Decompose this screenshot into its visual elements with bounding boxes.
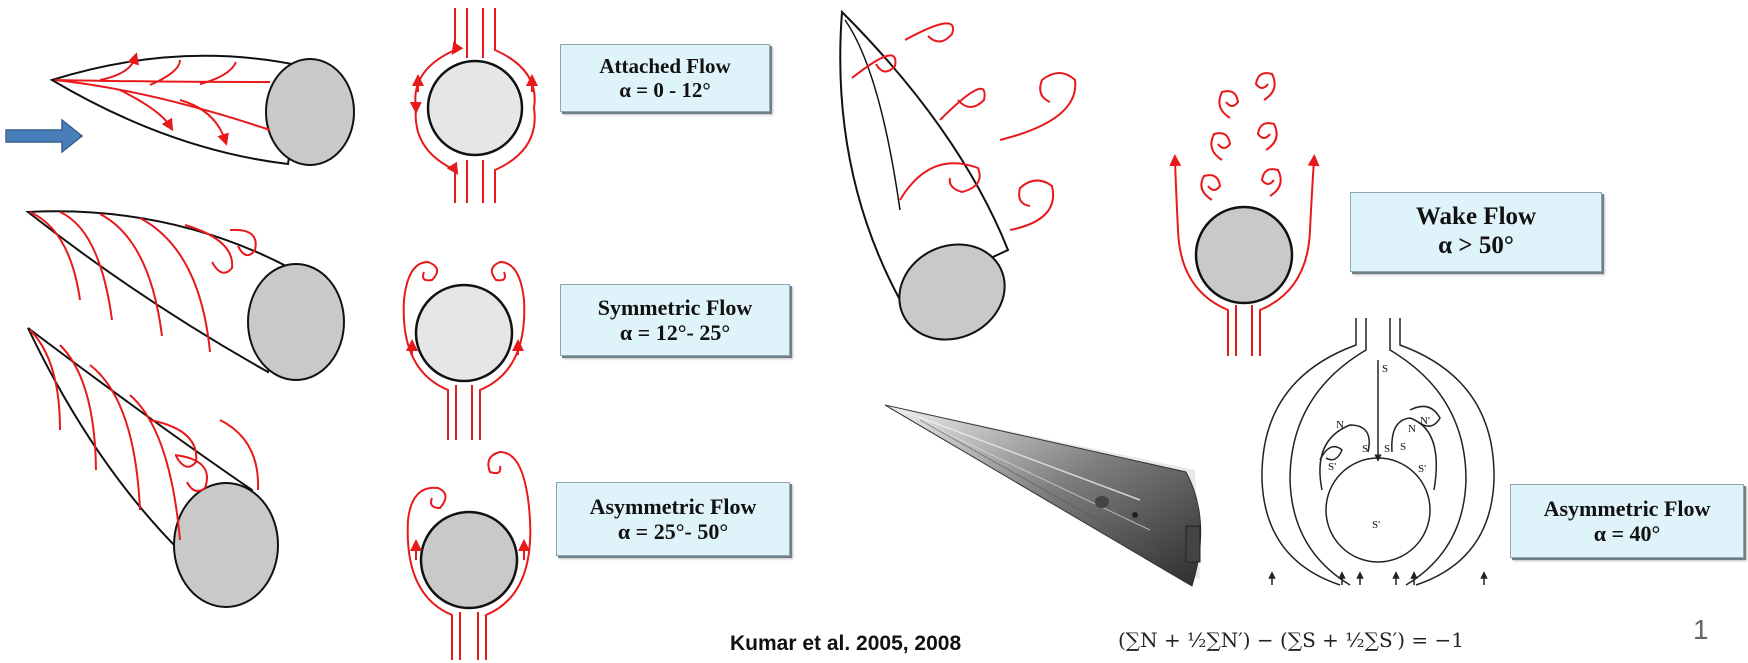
saddle-prime-label-right: S' <box>1418 463 1426 475</box>
cross-section-wake <box>1169 72 1320 356</box>
cone-attached-flow <box>49 52 355 166</box>
flow-visualization-photo <box>884 404 1202 587</box>
saddle-prime-label-left: S' <box>1328 461 1336 473</box>
label-asymmetric-flow-right-title: Asymmetric Flow <box>1543 495 1711 521</box>
topology-node-labels: S N N N' S S S' S' S' S' <box>1328 363 1430 531</box>
cone-symmetric-flow <box>25 210 345 381</box>
saddle-label-center: S <box>1384 443 1390 455</box>
saddle-prime-label-bottom: S' <box>1372 519 1380 531</box>
saddle-label-top: S <box>1382 363 1388 375</box>
label-asymmetric-flow-left: Asymmetric Flow α = 25°- 50° <box>556 482 790 556</box>
label-asymmetric-flow-right: Asymmetric Flow α = 40° <box>1510 484 1744 558</box>
cone-asymmetric-flow <box>27 327 279 608</box>
saddle-prime-label-center: S' <box>1362 443 1370 455</box>
label-asymmetric-flow-right-angle: α = 40° <box>1593 521 1661 546</box>
cone-wake-flow <box>839 9 1077 341</box>
label-asymmetric-flow-left-angle: α = 25°- 50° <box>617 519 729 544</box>
label-attached-flow-title: Attached Flow <box>599 53 731 78</box>
node-label-center: N <box>1408 423 1416 435</box>
citation-text: Kumar et al. 2005, 2008 <box>730 632 962 655</box>
label-wake-flow-angle: α > 50° <box>1438 232 1514 259</box>
label-wake-flow: Wake Flow α > 50° <box>1350 192 1602 272</box>
label-symmetric-flow-angle: α = 12°- 25° <box>619 320 731 345</box>
label-attached-flow: Attached Flow α = 0 - 12° <box>560 44 770 112</box>
saddle-label-center-right: S <box>1400 441 1406 453</box>
label-symmetric-flow: Symmetric Flow α = 12°- 25° <box>560 284 790 356</box>
node-label-left: N <box>1336 419 1344 431</box>
topology-sketch <box>1261 318 1495 586</box>
label-asymmetric-flow-left-title: Asymmetric Flow <box>589 493 757 519</box>
label-attached-flow-angle: α = 0 - 12° <box>619 78 711 102</box>
label-symmetric-flow-title: Symmetric Flow <box>597 294 753 320</box>
freestream-arrow-icon <box>5 118 84 154</box>
topology-formula: (∑N + ½∑N′) − (∑S + ½∑S′) = −1 <box>1118 628 1464 652</box>
node-prime-label-right: N' <box>1420 415 1430 427</box>
label-wake-flow-title: Wake Flow <box>1415 203 1537 231</box>
cross-section-symmetric <box>402 260 526 440</box>
cross-section-attached <box>409 8 538 203</box>
page-number: 1 <box>1693 614 1709 645</box>
cross-section-asymmetric <box>406 450 532 660</box>
